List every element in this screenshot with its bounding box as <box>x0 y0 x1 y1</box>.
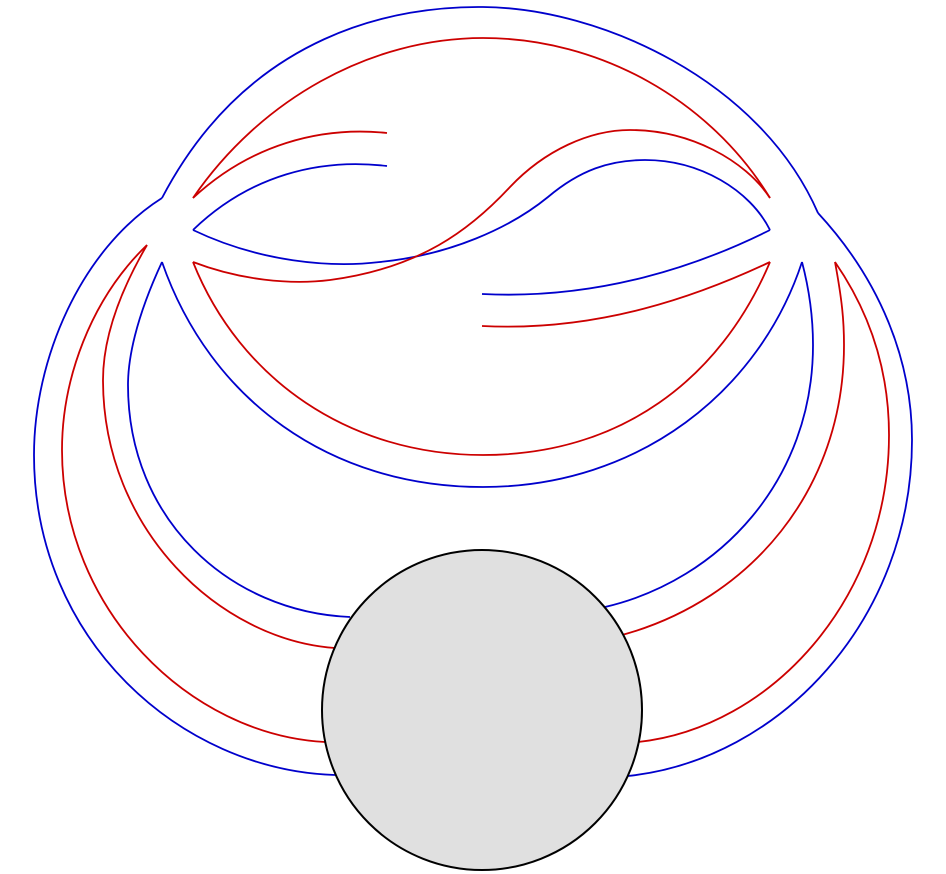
red-small-top-arc <box>192 130 388 199</box>
red-bowl <box>192 261 771 456</box>
red-crossing-curve <box>192 129 771 283</box>
red-outer-right-arc <box>637 261 890 743</box>
red-outer-left-arc <box>61 244 326 743</box>
blue-small-top-arc <box>192 163 388 231</box>
red-middle-left-arc <box>102 244 336 649</box>
blue-outer-right-arc <box>627 212 913 777</box>
red-strands <box>61 37 890 743</box>
blue-outer-top-arc <box>161 6 819 214</box>
blue-outer-left-arc <box>33 197 336 776</box>
red-middle-right-arc <box>621 261 845 636</box>
blue-inner-left-arc <box>127 261 351 618</box>
blue-inner-right-arc <box>604 261 814 608</box>
gray-disk <box>321 549 643 871</box>
red-outer-top-arc <box>192 37 771 199</box>
blue-lower-curve <box>481 229 771 296</box>
red-lower-curve <box>481 261 771 328</box>
blue-bowl <box>161 261 803 488</box>
blue-crossing-curve <box>192 159 771 265</box>
blue-strands <box>33 6 913 777</box>
